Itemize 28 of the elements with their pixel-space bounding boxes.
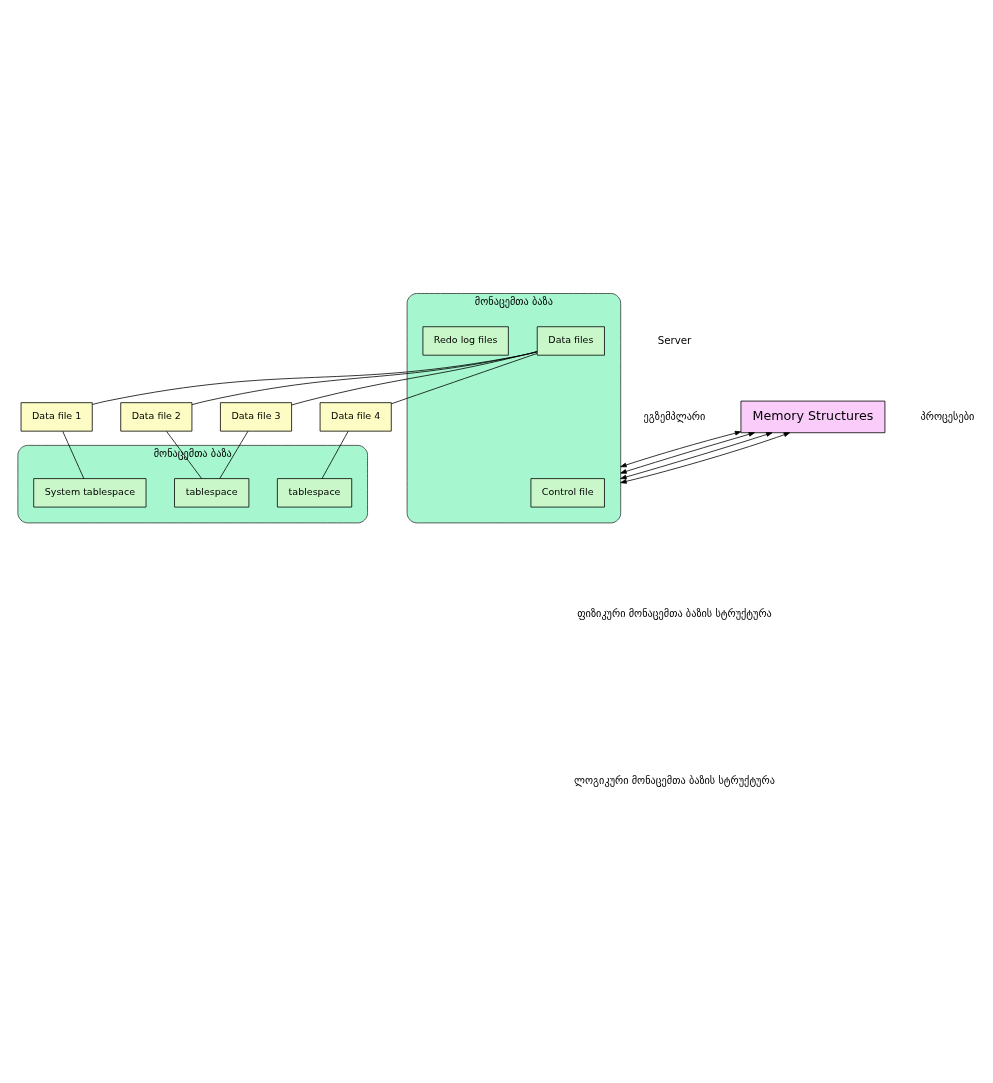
node-box: Control file [530, 478, 605, 508]
arrow [620, 432, 755, 474]
node-box: tablespace [174, 478, 250, 508]
connector [191, 351, 538, 406]
label: Server [657, 333, 692, 346]
connector [391, 353, 538, 405]
node-box: Redo log files [422, 326, 509, 356]
label: ლოგიკური მონაცემთა ბაზის სტრუქტურა [574, 774, 775, 787]
label: პროცესები [920, 409, 975, 422]
label: ფიზიკური მონაცემთა ბაზის სტრუქტურა [577, 606, 772, 619]
connector [291, 351, 538, 406]
node-box: Data file 4 [319, 402, 392, 432]
arrow [620, 432, 791, 484]
label: ეგზემპლარი [643, 409, 706, 422]
connector [166, 430, 202, 479]
arrow [620, 432, 773, 480]
arrow [620, 430, 742, 468]
connector [92, 351, 538, 405]
node-box: Data file 1 [20, 402, 93, 432]
node-box: Data file 3 [220, 402, 292, 432]
node-box: Memory Structures [740, 400, 886, 434]
node-box: System tablespace [33, 478, 147, 508]
node-box: Data files [536, 326, 605, 356]
connector [62, 430, 85, 479]
connector [321, 430, 349, 479]
connector [219, 430, 249, 479]
node-box: tablespace [276, 478, 353, 508]
node-box: Data file 2 [120, 402, 193, 432]
